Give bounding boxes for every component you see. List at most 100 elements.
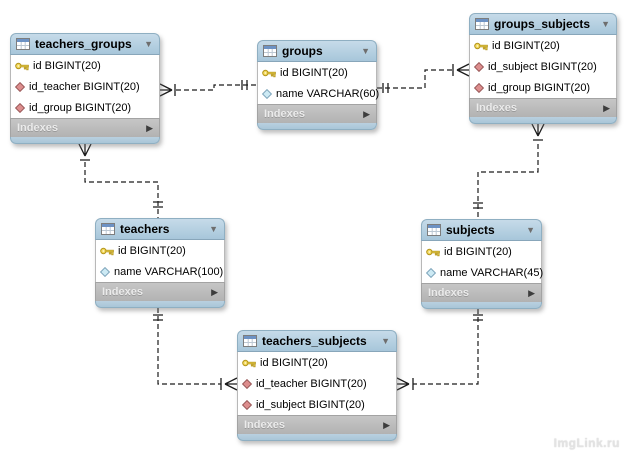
expand-arrow-icon: ▶ (528, 287, 535, 298)
foreign-key-icon (15, 81, 25, 92)
column-label: id BIGINT(20) (444, 245, 512, 258)
table-header[interactable]: subjects ▼ (421, 219, 542, 241)
column-row[interactable]: name VARCHAR(60) (258, 83, 379, 104)
indexes-bar[interactable]: Indexes ▶ (469, 98, 617, 117)
table-icon (263, 45, 277, 57)
indexes-bar[interactable]: Indexes ▶ (421, 283, 542, 302)
column-list: id BIGINT(20) name VARCHAR(45) (421, 241, 543, 283)
column-label: id BIGINT(20) (280, 66, 348, 79)
column-label: id BIGINT(20) (118, 244, 186, 257)
column-label: id_subject BIGINT(20) (488, 60, 597, 73)
column-row[interactable]: id_group BIGINT(20) (11, 97, 159, 118)
table-teachers_subjects[interactable]: teachers_subjects ▼ id BIGINT(20) id_tea… (237, 330, 397, 441)
table-groups_subjects[interactable]: groups_subjects ▼ id BIGINT(20) id_subje… (469, 13, 617, 124)
column-row[interactable]: id BIGINT(20) (470, 35, 616, 56)
table-groups[interactable]: groups ▼ id BIGINT(20) name VARCHAR(60) … (257, 40, 379, 130)
table-header[interactable]: teachers_subjects ▼ (237, 330, 397, 352)
table-header[interactable]: groups ▼ (257, 40, 377, 62)
relationship-groups-groups_subjects[interactable] (377, 63, 470, 93)
expand-arrow-icon: ▶ (603, 102, 610, 113)
table-title: teachers (120, 222, 170, 236)
column-row[interactable]: id BIGINT(20) (258, 62, 376, 83)
indexes-bar[interactable]: Indexes ▶ (237, 415, 397, 434)
table-teachers[interactable]: teachers ▼ id BIGINT(20) name VARCHAR(10… (95, 218, 225, 308)
collapse-arrow-icon[interactable]: ▼ (526, 224, 535, 235)
table-icon (16, 38, 30, 50)
column-label: id BIGINT(20) (260, 356, 328, 369)
table-title: teachers_groups (35, 37, 132, 51)
foreign-key-icon (474, 61, 484, 72)
column-label: id BIGINT(20) (492, 39, 560, 52)
table-footer-strip (95, 301, 225, 308)
primary-key-icon (426, 247, 440, 257)
table-footer-strip (421, 302, 542, 309)
attribute-icon (262, 88, 272, 99)
column-label: id_teacher BIGINT(20) (256, 377, 367, 390)
indexes-label: Indexes (476, 102, 517, 114)
relationship-teachers_groups-teachers[interactable] (78, 143, 163, 218)
expand-arrow-icon: ▶ (146, 122, 153, 133)
primary-key-icon (474, 41, 488, 51)
table-header[interactable]: groups_subjects ▼ (469, 13, 617, 35)
column-list: id BIGINT(20) id_subject BIGINT(20) id_g… (469, 35, 617, 98)
foreign-key-icon (15, 102, 25, 113)
column-row[interactable]: id BIGINT(20) (11, 55, 159, 76)
collapse-arrow-icon[interactable]: ▼ (381, 335, 390, 346)
column-label: name VARCHAR(100) (114, 265, 224, 278)
column-label: id_group BIGINT(20) (29, 101, 132, 114)
column-row[interactable]: id_teacher BIGINT(20) (11, 76, 159, 97)
column-row[interactable]: id_subject BIGINT(20) (238, 394, 396, 415)
column-row[interactable]: id BIGINT(20) (238, 352, 396, 373)
indexes-label: Indexes (264, 108, 305, 120)
column-row[interactable]: name VARCHAR(100) (96, 261, 224, 282)
column-row[interactable]: id_group BIGINT(20) (470, 77, 616, 98)
column-label: id_group BIGINT(20) (488, 81, 591, 94)
indexes-label: Indexes (428, 287, 469, 299)
column-row[interactable]: id BIGINT(20) (96, 240, 224, 261)
expand-arrow-icon: ▶ (363, 108, 370, 119)
primary-key-icon (242, 358, 256, 368)
table-title: subjects (446, 223, 495, 237)
foreign-key-icon (474, 82, 484, 93)
relationship-groups_subjects-subjects[interactable] (473, 123, 545, 219)
relationship-teachers_groups-groups[interactable] (159, 80, 257, 97)
column-row[interactable]: id BIGINT(20) (422, 241, 541, 262)
table-title: teachers_subjects (262, 334, 367, 348)
table-title: groups (282, 44, 323, 58)
expand-arrow-icon: ▶ (211, 286, 218, 297)
collapse-arrow-icon[interactable]: ▼ (361, 45, 370, 56)
table-header[interactable]: teachers ▼ (95, 218, 225, 240)
relationship-subjects-teachers_subjects[interactable] (396, 309, 483, 391)
indexes-bar[interactable]: Indexes ▶ (95, 282, 225, 301)
column-list: id BIGINT(20) name VARCHAR(60) (257, 62, 379, 104)
indexes-bar[interactable]: Indexes ▶ (10, 118, 160, 137)
table-teachers_groups[interactable]: teachers_groups ▼ id BIGINT(20) id_teach… (10, 33, 160, 144)
table-footer-strip (469, 117, 617, 124)
attribute-icon (426, 267, 436, 278)
table-header[interactable]: teachers_groups ▼ (10, 33, 160, 55)
collapse-arrow-icon[interactable]: ▼ (601, 18, 610, 29)
table-footer-strip (257, 123, 377, 130)
collapse-arrow-icon[interactable]: ▼ (209, 223, 218, 234)
watermark: ImgLink.ru (553, 436, 620, 450)
primary-key-icon (15, 61, 29, 71)
column-row[interactable]: name VARCHAR(45) (422, 262, 543, 283)
column-list: id BIGINT(20) id_teacher BIGINT(20) id_g… (10, 55, 160, 118)
table-subjects[interactable]: subjects ▼ id BIGINT(20) name VARCHAR(45… (421, 219, 543, 309)
table-icon (243, 335, 257, 347)
column-row[interactable]: id_teacher BIGINT(20) (238, 373, 396, 394)
table-footer-strip (10, 137, 160, 144)
relationship-teachers-teachers_subjects[interactable] (153, 308, 238, 391)
column-row[interactable]: id_subject BIGINT(20) (470, 56, 616, 77)
column-list: id BIGINT(20) name VARCHAR(100) (95, 240, 225, 282)
table-icon (101, 223, 115, 235)
collapse-arrow-icon[interactable]: ▼ (144, 38, 153, 49)
table-icon (427, 224, 441, 236)
table-footer-strip (237, 434, 397, 441)
indexes-label: Indexes (102, 286, 143, 298)
expand-arrow-icon: ▶ (383, 419, 390, 430)
indexes-bar[interactable]: Indexes ▶ (257, 104, 377, 123)
indexes-label: Indexes (17, 122, 58, 134)
primary-key-icon (100, 246, 114, 256)
